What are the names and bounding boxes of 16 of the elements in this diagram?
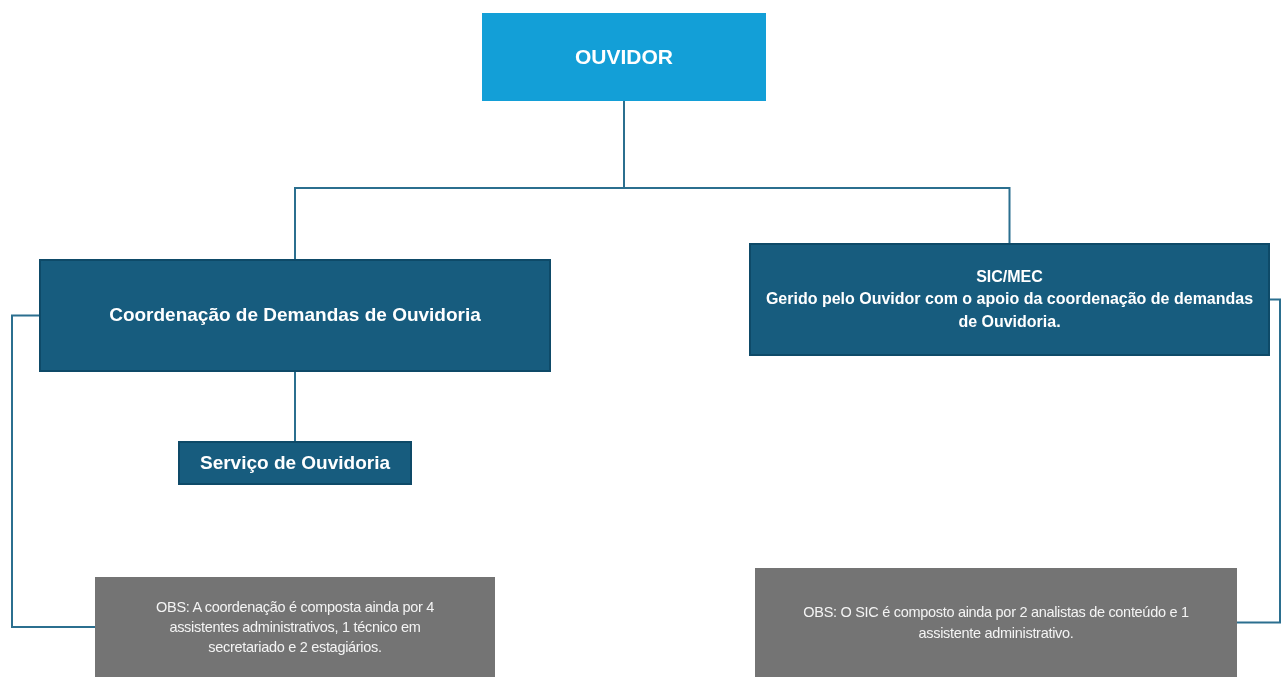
unit-title: OBS: A coordenação é composta ainda por 4 assistentes administrativos, 1 técnico em secretariado e 2 estagiários. <box>155 597 435 658</box>
connector-line <box>11 314 96 628</box>
unit-description: Gerido pelo Ouvidor com o apoio da coordenação de demandas de Ouvidoria. <box>765 289 1254 332</box>
unit-title: OBS: O SIC é composto ainda por 2 analistas de conteúdo e 1 assistente administrativo. <box>802 603 1190 643</box>
unit-title: Coordenação de Demandas de Ouvidoria <box>109 303 481 328</box>
unit-title: SIC/MEC <box>976 266 1043 287</box>
unit-title: Serviço de Ouvidoria <box>199 450 391 475</box>
connector-line <box>294 371 296 442</box>
org-unit-box <box>749 243 1270 356</box>
org-unit-box <box>39 259 551 372</box>
org-unit-box <box>482 13 766 101</box>
org-unit-box <box>178 441 412 485</box>
unit-title: OUVIDOR <box>575 44 673 71</box>
note-box <box>95 577 495 677</box>
note-box <box>755 568 1237 677</box>
connector-line <box>1236 298 1281 624</box>
